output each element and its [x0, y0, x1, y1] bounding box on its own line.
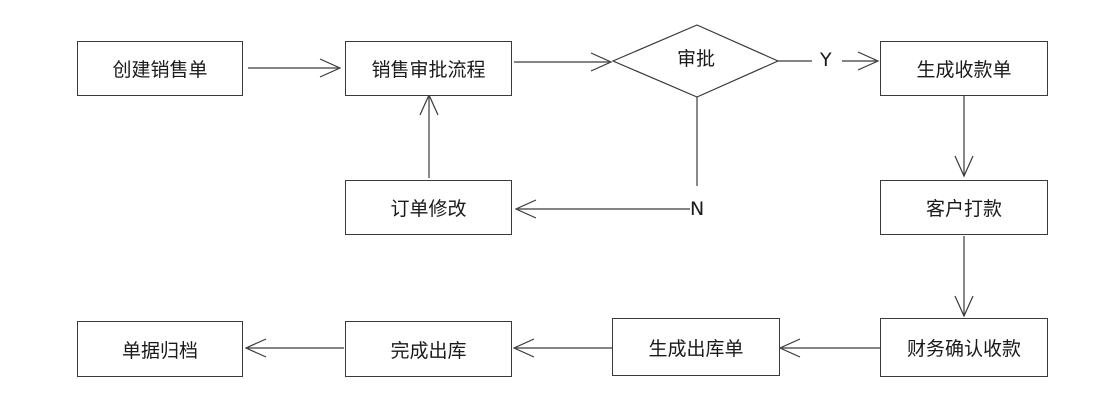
arrowhead-confirm-to-outbound — [778, 338, 801, 358]
node-create-order: 创建销售单 — [77, 41, 243, 96]
node-generate-receipt: 生成收款单 — [880, 41, 1048, 96]
node-sales-approval-label: 销售审批流程 — [371, 59, 486, 81]
edge-label-yes: Y — [820, 49, 832, 71]
node-generate-outbound: 生成出库单 — [612, 318, 780, 376]
node-approve-label: 审批 — [677, 48, 716, 70]
node-generate-outbound-label: 生成出库单 — [648, 337, 744, 360]
node-generate-receipt-label: 生成收款单 — [916, 59, 1012, 81]
node-modify-order: 订单修改 — [345, 180, 512, 235]
node-customer-pay: 客户打款 — [880, 180, 1048, 235]
arrowhead-receipt-to-pay — [954, 155, 974, 178]
arrowhead-create-to-approval — [319, 58, 342, 78]
node-complete-outbound: 完成出库 — [345, 321, 512, 377]
arrowhead-complete-to-archive — [244, 338, 267, 358]
arrowhead-decision-to-modify — [514, 199, 537, 219]
node-finance-confirm: 财务确认收款 — [880, 318, 1048, 377]
node-customer-pay-label: 客户打款 — [925, 198, 1002, 220]
arrowhead-pay-to-confirm — [954, 295, 974, 318]
node-modify-order-label: 订单修改 — [390, 198, 467, 220]
node-create-order-label: 创建销售单 — [112, 59, 208, 81]
node-archive-label: 单据归档 — [121, 339, 198, 362]
node-finance-confirm-label: 财务确认收款 — [906, 338, 1021, 360]
arrowhead-outbound-to-complete — [512, 338, 535, 358]
arrowhead-approval-to-decision — [590, 52, 613, 72]
node-complete-outbound-label: 完成出库 — [390, 339, 467, 362]
arrowhead-decision-to-receipt — [857, 51, 880, 71]
node-sales-approval: 销售审批流程 — [345, 41, 512, 96]
node-archive: 单据归档 — [77, 321, 243, 377]
edge-label-no: N — [690, 198, 705, 220]
